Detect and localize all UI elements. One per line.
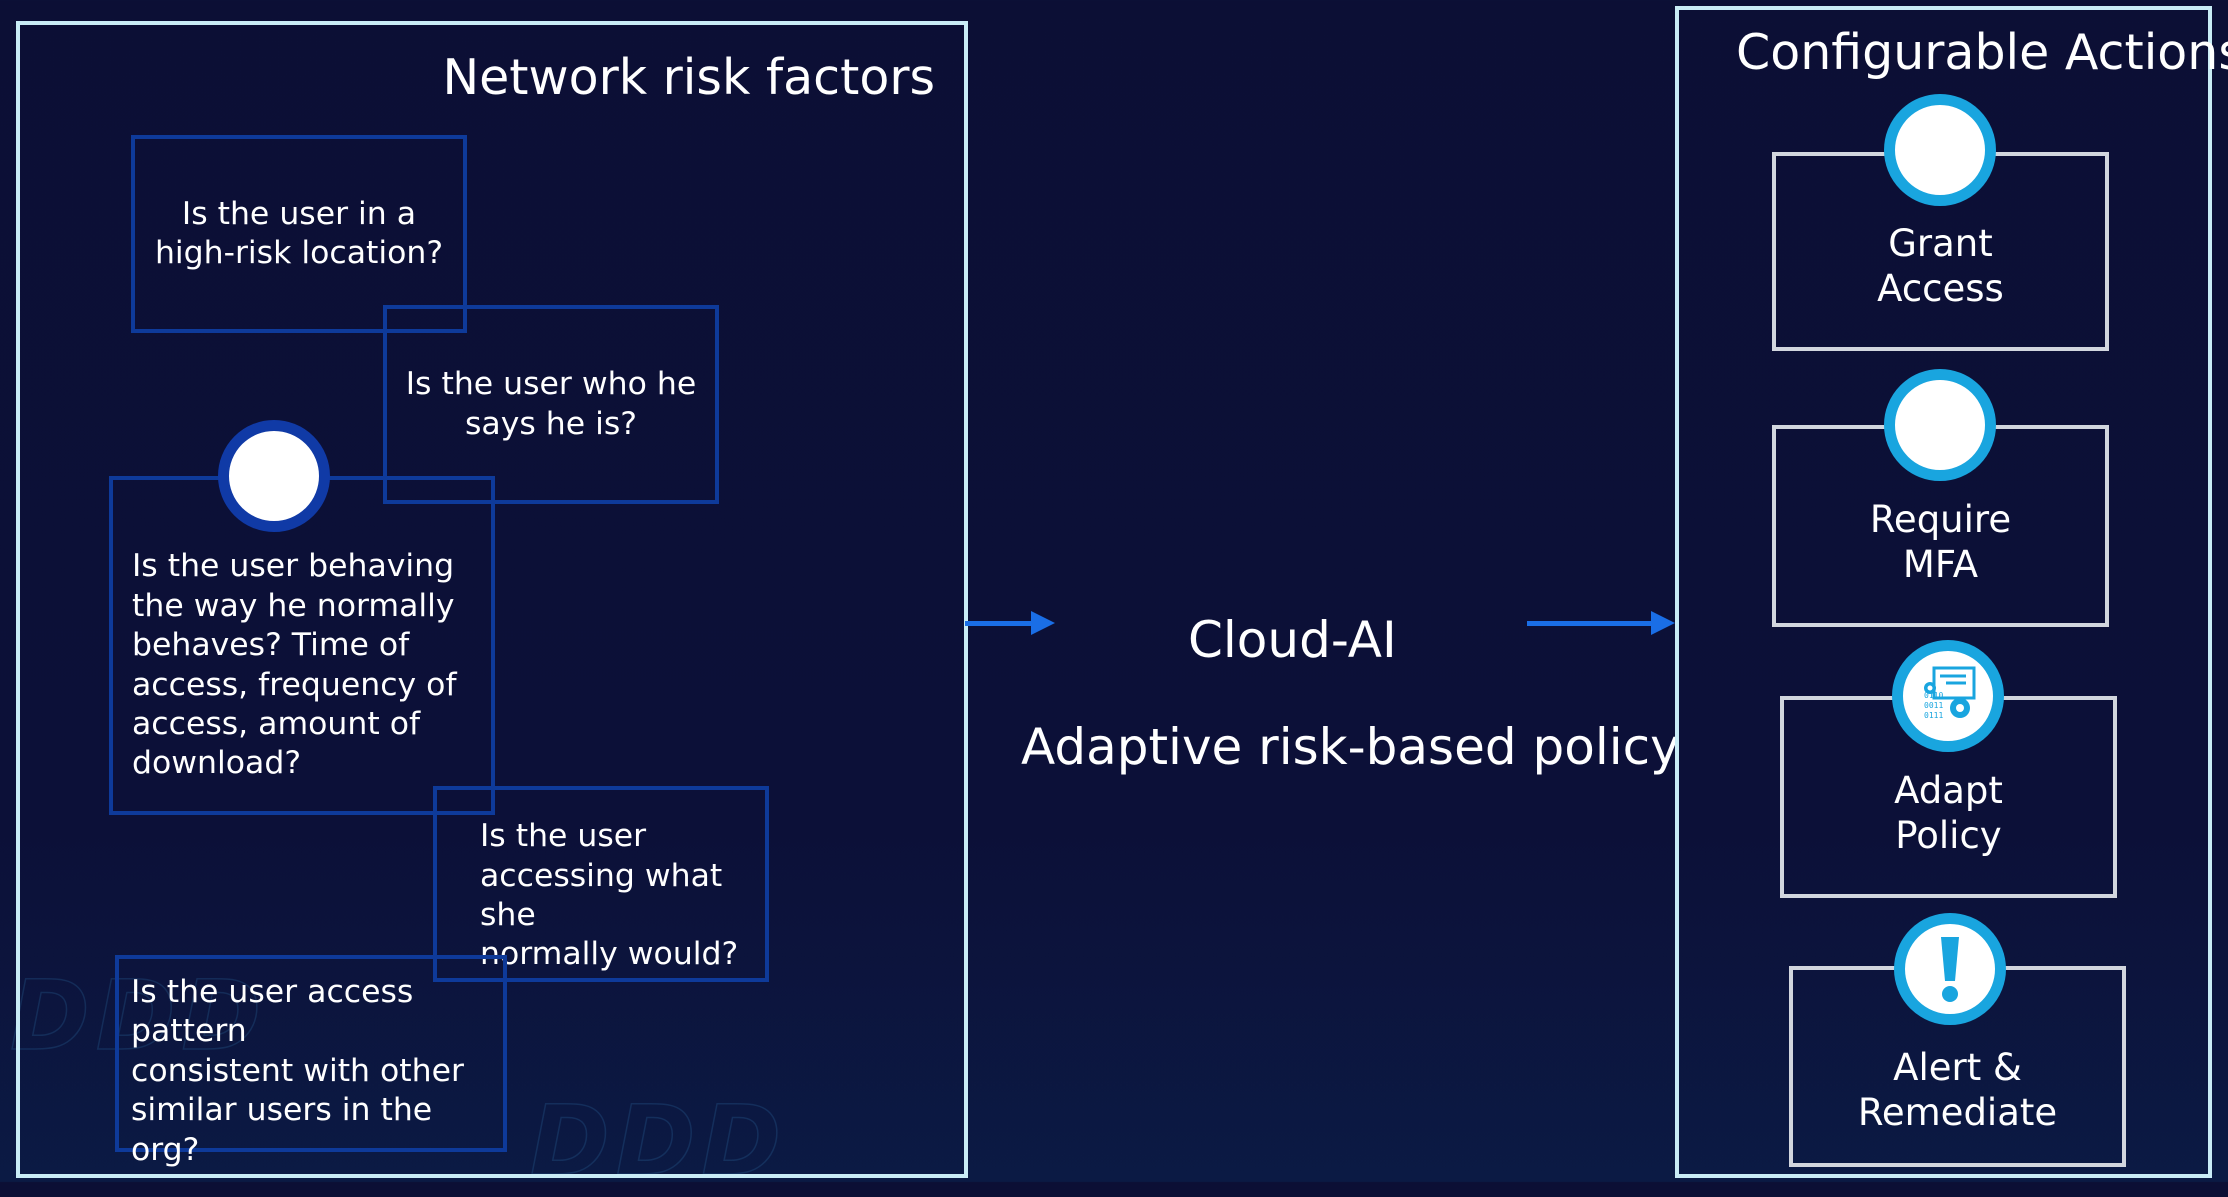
svg-text:0111: 0111 [1924,711,1943,720]
exclamation-glyph [1941,937,1959,1002]
risk-question-location: Is the user in a high-risk location? [131,135,467,333]
action-require-mfa: Require MFA [1772,425,2109,627]
risk-question-peer-pattern: Is the user access pattern consistent wi… [115,955,507,1168]
risk-question-access: Is the user accessing what she normally … [433,786,769,982]
exclamation-icon [1894,913,2006,1025]
network-risk-factors-panel: Network risk factors [16,21,968,1178]
risk-question-text: Is the user behaving the way he normally… [132,548,457,782]
panel-title: Configurable Actions [1736,24,2228,81]
adaptive-policy-label: Adaptive risk-based policy [1021,718,1680,776]
risk-question-text: Is the user in a high-risk location? [154,195,444,271]
action-label: Alert & Remediate [1857,1046,2058,1134]
cloud-ai-label: Cloud-AI [1188,611,1397,669]
policy-gear-glyph: 0110 0011 0111 [1924,666,1976,720]
arrow-to-engine [965,611,1055,635]
policy-gear-icon: 0110 0011 0111 [1892,640,2004,752]
blank-circle-icon [1884,94,1996,206]
action-alert-remediate: Alert & Remediate [1789,966,2126,1167]
svg-text:0110: 0110 [1924,691,1943,700]
blank-circle-icon [218,420,330,532]
action-label: Grant Access [1877,222,2004,310]
risk-question-behavior: Is the user behaving the way he normally… [109,476,495,815]
configurable-actions-panel: Configurable Actions [1675,6,2228,1178]
background-watermark-pattern: DDD [9,959,268,1073]
background-watermark-pattern: DDD [529,1084,788,1197]
action-label: Adapt Policy [1894,769,2003,857]
blank-circle-icon [1884,369,1996,481]
action-label: Require MFA [1869,498,2012,586]
panel-title: Network risk factors [442,49,936,106]
svg-text:0011: 0011 [1924,701,1943,710]
risk-question-text: Is the user who he says he is? [405,366,697,442]
risk-question-text: Is the user access pattern consistent wi… [131,974,464,1168]
risk-question-text: Is the user accessing what she normally … [480,818,739,973]
risk-question-identity: Is the user who he says he is? [383,305,719,504]
arrow-to-actions [1527,611,1675,635]
